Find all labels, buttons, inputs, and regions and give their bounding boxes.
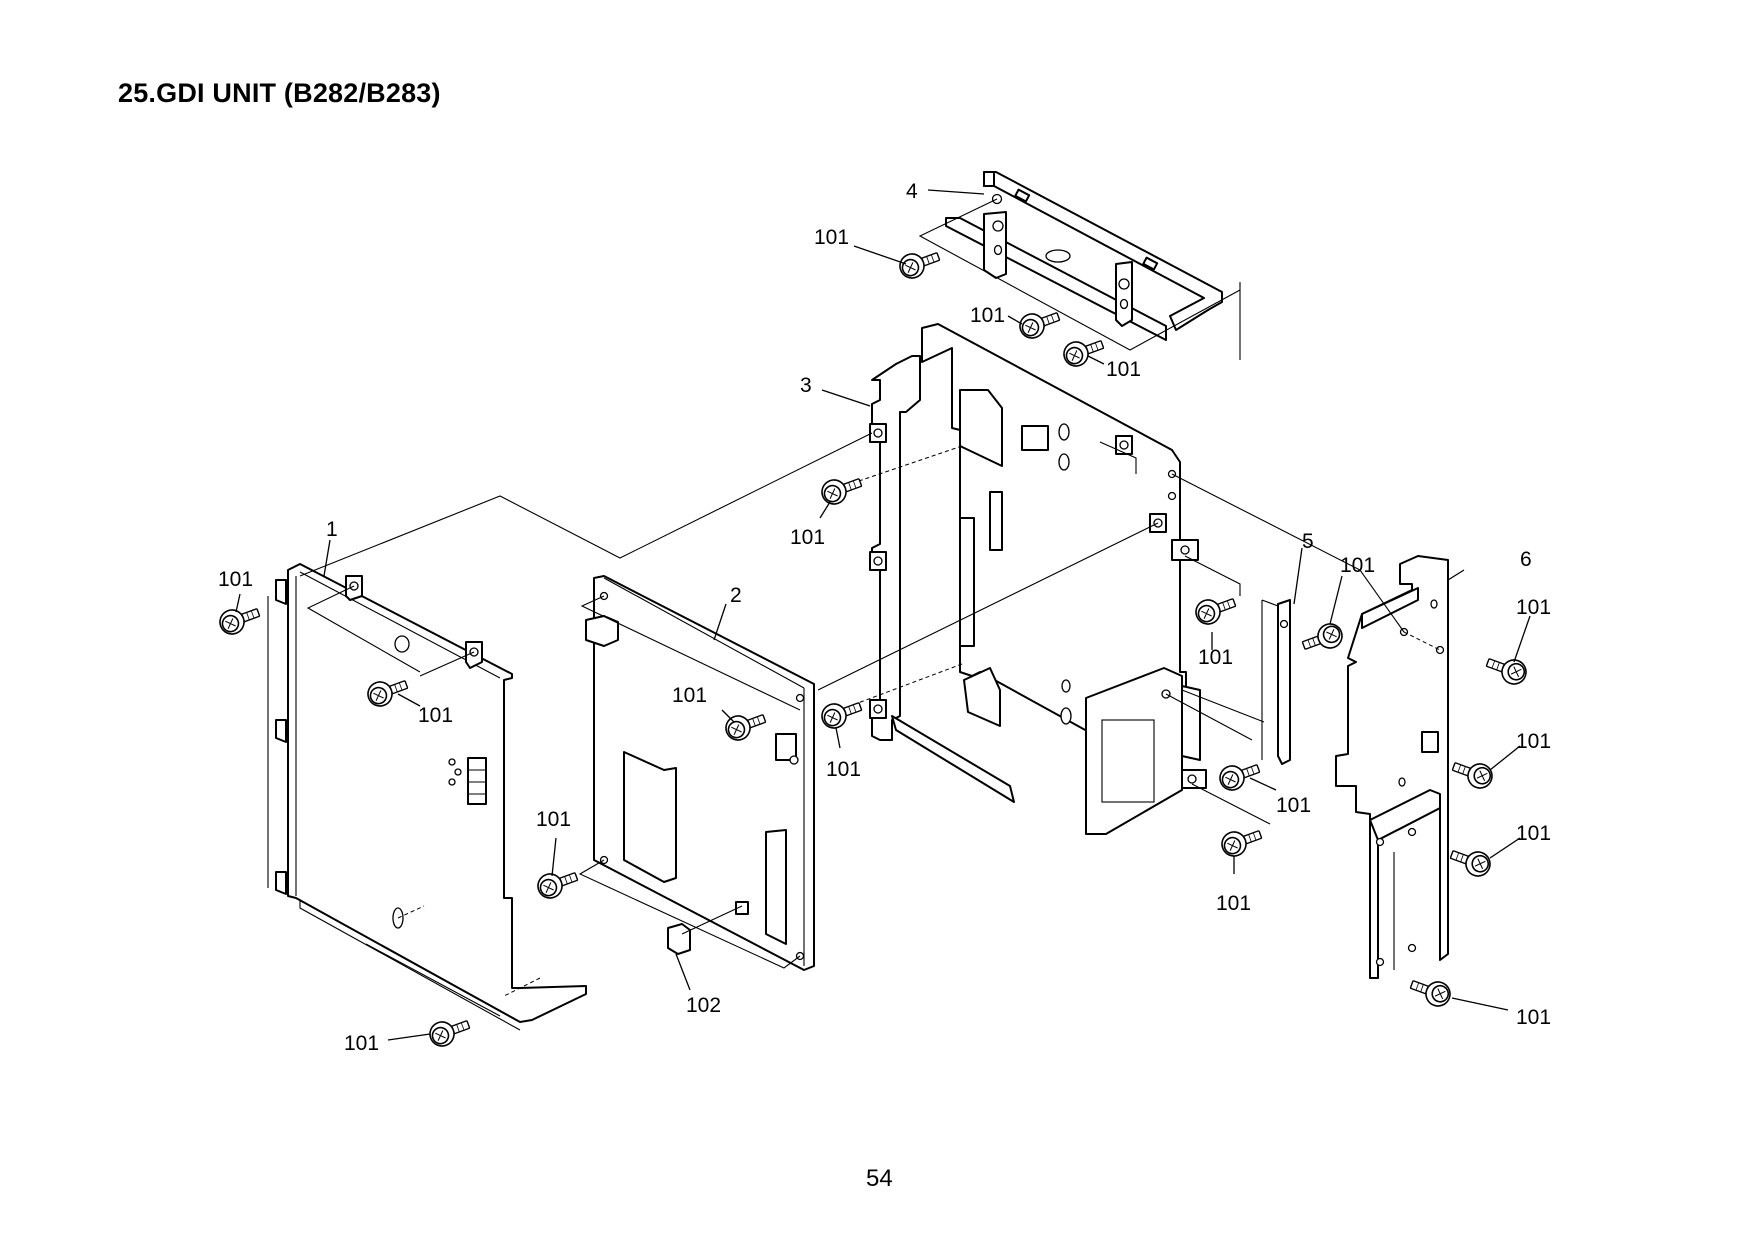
callout-screw-101: 101 (814, 226, 849, 249)
part-102-connector (667, 905, 743, 955)
screw-101-icon (1482, 650, 1531, 689)
part-4-top-bracket (918, 171, 1241, 360)
screw-101-icon (1298, 619, 1347, 658)
callout-part-6: 6 (1520, 548, 1532, 571)
callout-screw-101: 101 (1340, 554, 1375, 577)
part-5-small-plate (1261, 599, 1291, 765)
callout-screw-101: 101 (672, 684, 707, 707)
assembly-guide-lines (299, 432, 1405, 825)
screw-101-icon (817, 694, 866, 733)
callout-part-2: 2 (730, 584, 742, 607)
screw-101-icon (1446, 842, 1495, 881)
callout-screw-101: 101 (536, 808, 571, 831)
screw-101-icon (1059, 332, 1108, 371)
screw-101-icon (425, 1012, 474, 1051)
callout-screw-101: 101 (1516, 1006, 1551, 1029)
callout-screw-101: 101 (1216, 892, 1251, 915)
callout-screw-101: 101 (1516, 730, 1551, 753)
callout-part-3: 3 (800, 374, 812, 397)
callout-labels: 4 101 101 101 3 101 1 101 2 101 101 101 … (218, 180, 1551, 1055)
part-3-main-bracket-frame (869, 323, 1207, 835)
screw-101-icon (1215, 756, 1264, 795)
callout-connector-102: 102 (686, 994, 721, 1017)
screw-101-icon (1015, 304, 1064, 343)
screw-101-icon (1191, 590, 1240, 629)
callout-screw-101: 101 (1106, 358, 1141, 381)
screw-101-icon (817, 470, 866, 509)
callout-screw-101: 101 (970, 304, 1005, 327)
leader-lines (235, 189, 1531, 1041)
callout-screw-101: 101 (790, 526, 825, 549)
callout-screw-101: 101 (1516, 822, 1551, 845)
callout-screw-101: 101 (218, 568, 253, 591)
callout-part-4: 4 (906, 180, 918, 203)
screw-101-icon (1217, 822, 1266, 861)
callout-screw-101: 101 (1516, 596, 1551, 619)
callout-screw-101: 101 (1276, 794, 1311, 817)
callout-screw-101: 101 (418, 704, 453, 727)
callout-part-1: 1 (326, 518, 338, 541)
callout-screw-101: 101 (1198, 646, 1233, 669)
part-2-gdi-board (578, 575, 815, 971)
page-number: 54 (866, 1165, 893, 1192)
part-6-rear-plate (1335, 555, 1449, 979)
part-1-side-cover-panel (267, 563, 587, 1031)
callout-part-5: 5 (1302, 530, 1314, 553)
page-title: 25.GDI UNIT (B282/B283) (118, 78, 441, 108)
callout-screw-101: 101 (826, 758, 861, 781)
callout-screw-101: 101 (344, 1032, 379, 1055)
screw-101-icon (533, 864, 582, 903)
screw-101-icon (1406, 972, 1455, 1011)
screw-101-icon (1448, 754, 1497, 793)
screw-101-icon (215, 600, 264, 639)
